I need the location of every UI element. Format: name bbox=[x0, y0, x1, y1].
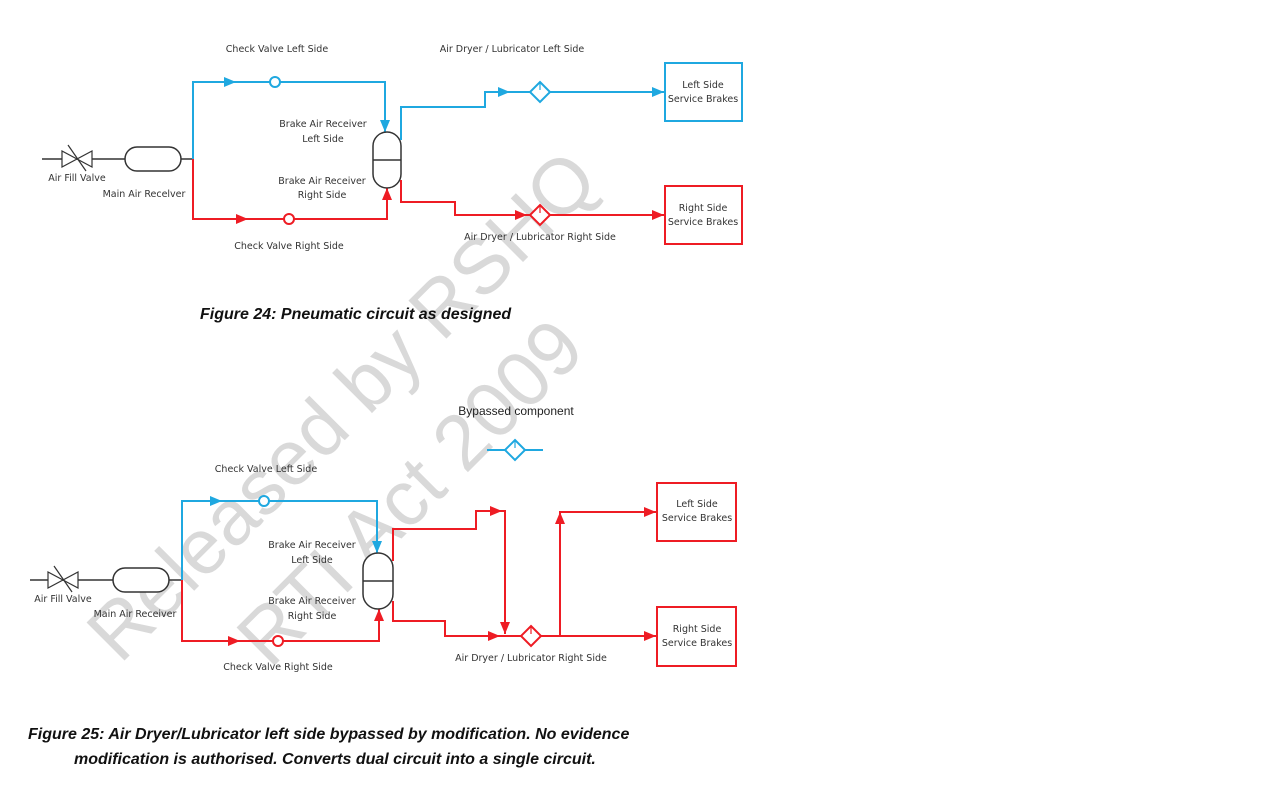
flow-arrow-icon bbox=[236, 214, 248, 224]
left-service-brakes-box bbox=[664, 62, 743, 122]
label-brake-receiver-right: Brake Air Receiver bbox=[278, 176, 366, 187]
flow-arrow-icon bbox=[382, 188, 392, 200]
label-left-brakes: Left Side bbox=[682, 80, 724, 91]
check-valve-right-icon bbox=[272, 635, 284, 647]
main-air-receiver-icon bbox=[112, 567, 170, 593]
label-air-dryer-left: Air Dryer / Lubricator Left Side bbox=[440, 44, 585, 55]
flow-arrow-icon bbox=[224, 77, 236, 87]
label-air-dryer-right: Air Dryer / Lubricator Right Side bbox=[464, 232, 616, 243]
air-dryer-left-icon bbox=[528, 80, 552, 104]
right-service-brakes-box bbox=[664, 185, 743, 245]
main-air-receiver-icon bbox=[124, 146, 182, 172]
left-circuit-pipe bbox=[192, 81, 386, 159]
label-air-fill-valve: Air Fill Valve bbox=[48, 173, 106, 184]
air-fill-valve-icon bbox=[47, 565, 79, 593]
label-brake-receiver-right-side: Right Side bbox=[288, 611, 337, 622]
flow-arrow-icon bbox=[515, 210, 527, 220]
check-valve-left-icon bbox=[258, 495, 270, 507]
label-brake-receiver-right: Brake Air Receiver bbox=[268, 596, 356, 607]
air-dryer-right-icon bbox=[519, 624, 543, 648]
figure-24-labels: Check Valve Left Side Air Dryer / Lubric… bbox=[48, 44, 738, 252]
flow-arrow-icon bbox=[498, 87, 510, 97]
flow-arrow-icon bbox=[490, 506, 502, 516]
air-fill-valve-icon bbox=[61, 144, 93, 172]
label-main-air-receiver: Main Air Recelver bbox=[103, 189, 186, 200]
label-main-air-receiver: Main Air Receiver bbox=[94, 609, 177, 620]
label-left-brakes-2: Service Brakes bbox=[662, 513, 732, 524]
flow-arrow-icon bbox=[374, 609, 384, 621]
label-right-brakes-2: Service Brakes bbox=[662, 638, 732, 649]
left-service-brakes-box bbox=[656, 482, 737, 542]
label-brake-receiver-left-side: Left Side bbox=[291, 555, 333, 566]
check-valve-right-icon bbox=[283, 213, 295, 225]
label-check-valve-left: Check Valve Left Side bbox=[215, 464, 318, 475]
flow-arrow-icon bbox=[644, 507, 656, 517]
figure-25-caption-line1: Figure 25: Air Dryer/Lubricator left sid… bbox=[28, 726, 630, 743]
flow-arrow-icon bbox=[372, 541, 382, 553]
label-check-valve-left: Check Valve Left Side bbox=[226, 44, 329, 55]
label-brake-receiver-left: Brake Air Receiver bbox=[268, 540, 356, 551]
flow-arrow-icon bbox=[652, 210, 664, 220]
label-left-brakes: Left Side bbox=[676, 499, 718, 510]
right-service-brakes-box bbox=[656, 606, 737, 667]
air-dryer-right-icon bbox=[528, 203, 552, 227]
figure-24-caption: Figure 24: Pneumatic circuit as designed bbox=[200, 306, 512, 323]
flow-arrow-icon bbox=[228, 636, 240, 646]
label-left-brakes-2: Service Brakes bbox=[668, 94, 738, 105]
label-right-brakes-2: Service Brakes bbox=[668, 217, 738, 228]
flow-arrow-icon bbox=[380, 120, 390, 132]
flow-arrow-icon bbox=[500, 622, 510, 634]
label-brake-receiver-left: Brake Air Receiver bbox=[279, 119, 367, 130]
flow-arrow-icon bbox=[488, 631, 500, 641]
figure-25-diagram bbox=[30, 438, 737, 667]
flow-arrow-icon bbox=[555, 512, 565, 524]
label-brake-receiver-right-side: Right Side bbox=[298, 190, 347, 201]
flow-arrow-icon bbox=[210, 496, 222, 506]
label-air-dryer-right: Air Dryer / Lubricator Right Side bbox=[455, 653, 607, 664]
figure-24-diagram bbox=[42, 62, 743, 245]
check-valve-left-icon bbox=[269, 76, 281, 88]
label-right-brakes: Right Side bbox=[679, 203, 728, 214]
label-air-fill-valve: Air Fill Valve bbox=[34, 594, 92, 605]
label-right-brakes: Right Side bbox=[673, 624, 722, 635]
flow-arrow-icon bbox=[652, 87, 664, 97]
figure-25-caption-line2: modification is authorised. Converts dua… bbox=[74, 751, 596, 768]
label-check-valve-right: Check Valve Right Side bbox=[223, 662, 333, 673]
label-bypassed-component: Bypassed component bbox=[458, 404, 574, 418]
figure-25-labels: Bypassed component Check Valve Left Side… bbox=[34, 404, 732, 673]
label-check-valve-right: Check Valve Right Side bbox=[234, 241, 344, 252]
label-brake-receiver-left-side: Left Side bbox=[302, 134, 344, 145]
bypassed-air-dryer-icon bbox=[503, 438, 527, 462]
flow-arrow-icon bbox=[644, 631, 656, 641]
right-circuit-pipe bbox=[192, 159, 388, 220]
